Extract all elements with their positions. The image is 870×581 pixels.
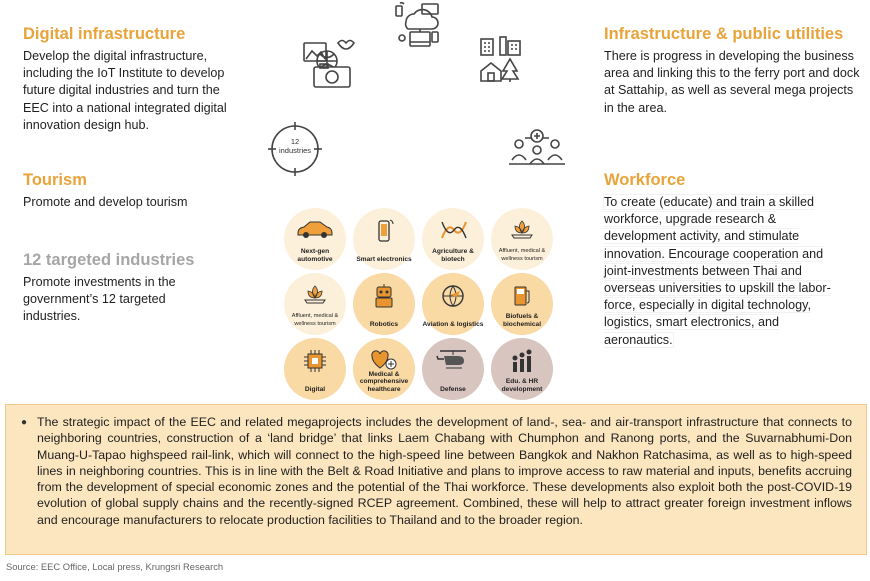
section-infrastructure-utilities: Infrastructure & public utilities There … [604,24,864,117]
summary-text: The strategic impact of the EEC and rela… [37,415,852,527]
source-note: Source: EEC Office, Local press, Krungsr… [6,561,224,572]
industry-circle: Smart electronics [353,208,415,270]
helicopter-icon [422,348,484,372]
industry-label: Affluent, medical & wellness tourism [291,313,339,327]
target-crosshair-icon: 12 industries [267,121,323,177]
industry-circle: Digital [284,338,346,400]
dna-icon [422,218,484,242]
industry-circle: Affluent, medical & wellness tourism [284,273,346,335]
industry-label: Agriculture & biotech [432,248,474,263]
section-body: To create (educate) and train a skilled … [604,194,844,349]
industry-circle: Defense [422,338,484,400]
section-body: Promote and develop tourism [23,195,188,209]
industry-circle: Aviation & logistics [422,273,484,335]
section-targeted-industries: 12 targeted industries Promote investmen… [23,250,223,326]
fuel-pump-icon [491,283,553,307]
industry-label: Biofuels & biochemical [502,313,542,328]
industry-label: Next-gen automotive [297,248,333,263]
target-label: industries [278,146,312,155]
tourism-camera-icon [300,37,358,89]
section-title: Tourism [23,171,87,189]
section-title: Infrastructure & public utilities [604,25,844,43]
industry-circle: Next-gen automotive [284,208,346,270]
chip-icon [284,348,346,372]
growth-people-icon [491,348,553,372]
summary-box: ● The strategic impact of the EEC and re… [5,404,867,555]
industry-circle: Edu. & HR development [491,338,553,400]
industry-circle: Affluent, medical & wellness tourism [491,208,553,270]
car-icon [284,218,346,242]
industry-label: Robotics [369,320,399,328]
section-title: Workforce [604,171,686,189]
industry-circle: Medical & comprehensive healthcare [353,338,415,400]
people-network-icon [507,128,567,166]
section-body-text: To create (educate) and train a skilled … [604,195,831,347]
industry-label: Smart electronics [356,255,412,263]
bullet-marker: ● [21,417,28,428]
target-number: 12 [290,137,300,146]
city-buildings-icon [478,35,524,83]
industry-label: Medical & comprehensive healthcare [359,370,409,393]
industry-circle: Biofuels & biochemical [491,273,553,335]
plane-globe-icon [422,283,484,307]
phone-icon [353,218,415,242]
industry-label: Defense [440,385,466,393]
section-title: 12 targeted industries [23,251,195,269]
section-workforce: Workforce To create (educate) and train … [604,170,844,349]
section-title: Digital infrastructure [23,25,186,43]
iot-devices-icon [392,2,442,50]
section-digital-infrastructure: Digital infrastructure Develop the digit… [23,24,248,134]
industry-label: Digital [304,385,326,393]
section-body: There is progress in developing the busi… [604,49,860,115]
section-body: Promote investments in the government’s … [23,275,176,324]
industry-label: Affluent, medical & wellness tourism [498,248,546,262]
robot-icon [353,283,415,308]
medical-icon [353,348,415,372]
section-body: Develop the digital infrastructure, incl… [23,49,227,132]
industry-circle: Agriculture & biotech [422,208,484,270]
section-tourism: Tourism Promote and develop tourism [23,170,248,211]
industry-label: Edu. & HR development [501,378,543,393]
spa-icon [284,283,346,307]
industry-label: Aviation & logistics [422,320,484,328]
spa-icon [491,218,553,242]
industry-circle: Robotics [353,273,415,335]
